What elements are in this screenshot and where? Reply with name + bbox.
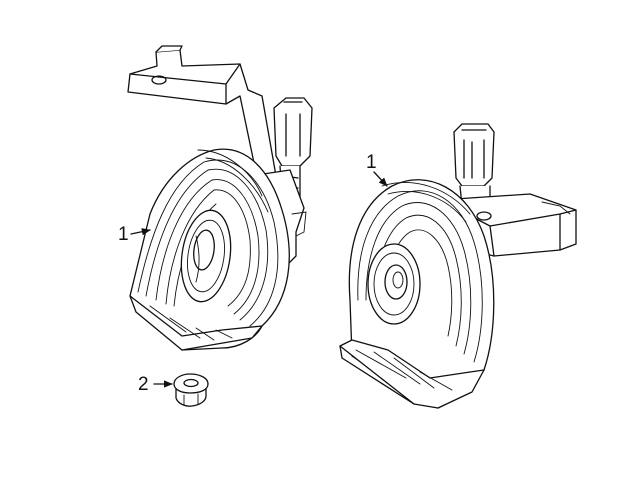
left-horn	[127, 45, 313, 351]
callout-number: 2	[138, 374, 149, 395]
callout-right-horn: 1	[366, 152, 388, 187]
callout-arrow	[373, 171, 388, 187]
callout-arrow	[130, 228, 151, 236]
right-horn	[339, 123, 577, 409]
callout-number: 1	[118, 224, 129, 245]
right-horn-connector	[453, 123, 495, 207]
callout-left-horn: 1	[118, 224, 151, 245]
callout-number: 1	[366, 152, 377, 173]
flange-nut	[173, 373, 209, 407]
callout-nut: 2	[138, 374, 173, 395]
